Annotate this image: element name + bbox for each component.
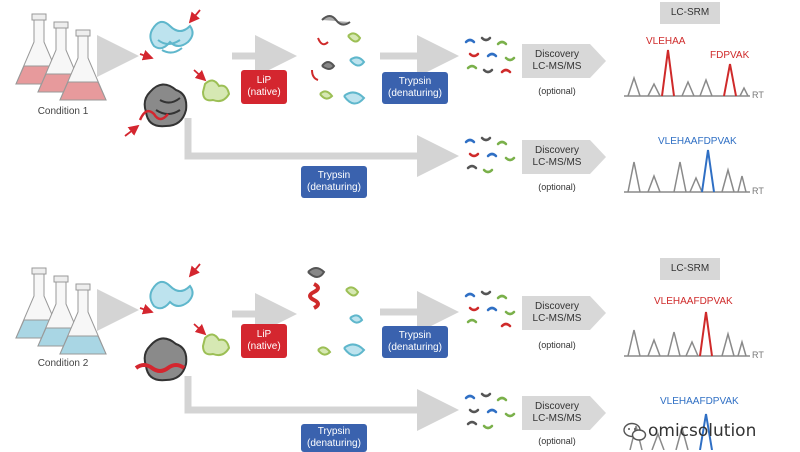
lip-badge-title: LiP xyxy=(256,329,272,340)
flask-icon-condition1 xyxy=(15,13,107,101)
protein-fragments-c1 xyxy=(311,15,366,105)
peptide-label-vlehaa: VLEHAA xyxy=(646,36,686,47)
trypsin-badge-subtitle: (denaturing) xyxy=(307,182,361,193)
peptide-fragments-icon xyxy=(464,36,516,430)
protein-structure-icon-c1-blue xyxy=(149,20,194,54)
watermark-text: omicsolution xyxy=(648,421,757,441)
chromatogram-c2-bottom xyxy=(629,413,713,450)
lc-srm-label-c2: LC-SRM xyxy=(660,258,720,280)
peptide-label-full-c2-top: VLEHAAFDPVAK xyxy=(654,296,733,307)
lip-native-badge-c1: LiP (native) xyxy=(241,70,287,104)
optional-label-c2-bottom: (optional) xyxy=(538,436,576,446)
trypsin-badge-c1-top: Trypsin (denaturing) xyxy=(382,72,448,104)
rt-axis-label-c1-top: RT xyxy=(752,90,764,100)
protein-structure-icon-c1-green xyxy=(201,79,231,103)
trypsin-badge-title: Trypsin xyxy=(317,426,351,437)
peptide-label-full-c1: VLEHAAFDPVAK xyxy=(658,136,737,147)
chromatogram-c1-bottom xyxy=(624,149,750,193)
trypsin-badge-title: Trypsin xyxy=(398,330,432,341)
discovery-arrow-c1-bottom xyxy=(522,140,606,174)
optional-label-c1-top: (optional) xyxy=(538,86,576,96)
discovery-arrow-c2-top xyxy=(522,296,606,330)
discovery-arrow-c2-bottom xyxy=(522,396,606,430)
protein-structure-icon-c1-dark xyxy=(143,83,188,128)
wechat-icon xyxy=(623,422,647,441)
pathway-arrows-condition2 xyxy=(97,289,459,431)
optional-label-c1-bottom: (optional) xyxy=(538,182,576,192)
discovery-arrow-c1-top xyxy=(522,44,606,78)
condition1-label: Condition 1 xyxy=(37,106,89,117)
trypsin-badge-title: Trypsin xyxy=(317,170,351,181)
optional-label-c2-top: (optional) xyxy=(538,340,576,350)
condition2-label: Condition 2 xyxy=(37,358,89,369)
chromatogram-c2-top xyxy=(624,311,750,357)
trypsin-badge-subtitle: (denaturing) xyxy=(388,88,442,99)
trypsin-badge-c1-bottom: Trypsin (denaturing) xyxy=(301,166,367,198)
rt-axis-label-c1-bottom: RT xyxy=(752,186,764,196)
protein-structure-icon-c2-green xyxy=(201,333,231,357)
lip-badge-subtitle: (native) xyxy=(247,87,281,98)
protein-structure-icon-c2-dark xyxy=(143,337,188,382)
trypsin-badge-subtitle: (denaturing) xyxy=(388,342,442,353)
peptide-label-fdpvak: FDPVAK xyxy=(710,50,750,61)
pathway-arrows-condition1 xyxy=(97,35,459,177)
lip-badge-subtitle: (native) xyxy=(247,341,281,352)
peptide-label-full-c2-bottom: VLEHAAFDPVAK xyxy=(660,396,739,407)
chromatogram-c1-top xyxy=(624,49,750,97)
trypsin-badge-c2-bottom: Trypsin (denaturing) xyxy=(301,424,367,452)
lc-srm-label-c1: LC-SRM xyxy=(660,2,720,24)
lip-native-badge-c2: LiP (native) xyxy=(241,324,287,358)
trypsin-badge-title: Trypsin xyxy=(398,76,432,87)
flask-icon-condition2 xyxy=(15,267,107,355)
rt-axis-label-c2-top: RT xyxy=(752,350,764,360)
trypsin-badge-c2-top: Trypsin (denaturing) xyxy=(382,326,448,358)
protein-structure-icon-c2-blue xyxy=(149,280,194,310)
protein-fragments-c2 xyxy=(307,267,366,357)
lip-badge-title: LiP xyxy=(256,75,272,86)
trypsin-badge-subtitle: (denaturing) xyxy=(307,438,361,449)
